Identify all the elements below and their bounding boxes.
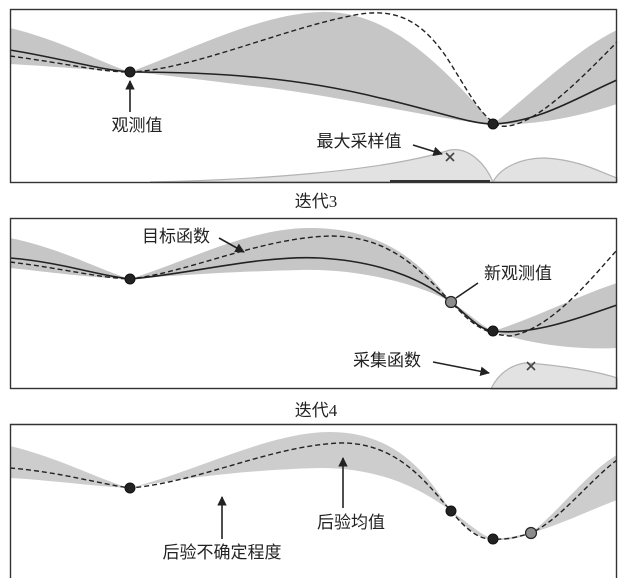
panel-frame — [9, 423, 618, 578]
observation-point — [487, 533, 499, 545]
observation-point — [487, 325, 499, 337]
max-sample-marker — [445, 152, 455, 162]
uncertainty-band — [10, 228, 617, 349]
uncertainty-band — [10, 432, 617, 541]
posterior-uncertainty-label: 后验不确定程度 — [163, 543, 282, 562]
new-observation-pointer — [455, 282, 479, 299]
observation-point — [487, 118, 499, 130]
observation-point — [124, 482, 136, 494]
observation-point — [124, 66, 136, 78]
panel-1: 观测值 最大采样值 — [9, 8, 618, 184]
observation-point — [445, 505, 457, 517]
posterior-mean-line — [9, 49, 618, 125]
acquisition-function-area — [490, 362, 618, 390]
observation-label: 观测值 — [112, 116, 163, 135]
objective-arrow — [218, 237, 245, 253]
max-sample-marker — [526, 361, 536, 371]
acquisition-label: 采集函数 — [353, 351, 421, 370]
panel-2: 目标函数 新观测值 采集函数 — [9, 217, 618, 390]
panel-3: 后验均值 后验不确定程度 — [9, 423, 618, 578]
posterior-mean-line — [9, 256, 618, 333]
panel-frame — [9, 217, 618, 390]
max-sample-label: 最大采样值 — [317, 132, 402, 151]
panel-frame — [9, 8, 618, 184]
acquisition-function-area — [149, 149, 618, 184]
posterior-mean-label: 后验均值 — [317, 513, 385, 532]
uncertainty-band — [10, 11, 617, 125]
new-observation-point — [444, 295, 458, 309]
observation-point — [124, 273, 136, 285]
iteration-caption: 迭代3 — [295, 192, 338, 211]
objective-label: 目标函数 — [142, 227, 210, 246]
new-observation-point — [524, 526, 538, 540]
max-sample-arrow — [412, 144, 443, 157]
iteration-caption: 迭代4 — [295, 401, 338, 420]
new-observation-label: 新观测值 — [484, 264, 552, 283]
acquisition-arrow — [432, 361, 490, 377]
